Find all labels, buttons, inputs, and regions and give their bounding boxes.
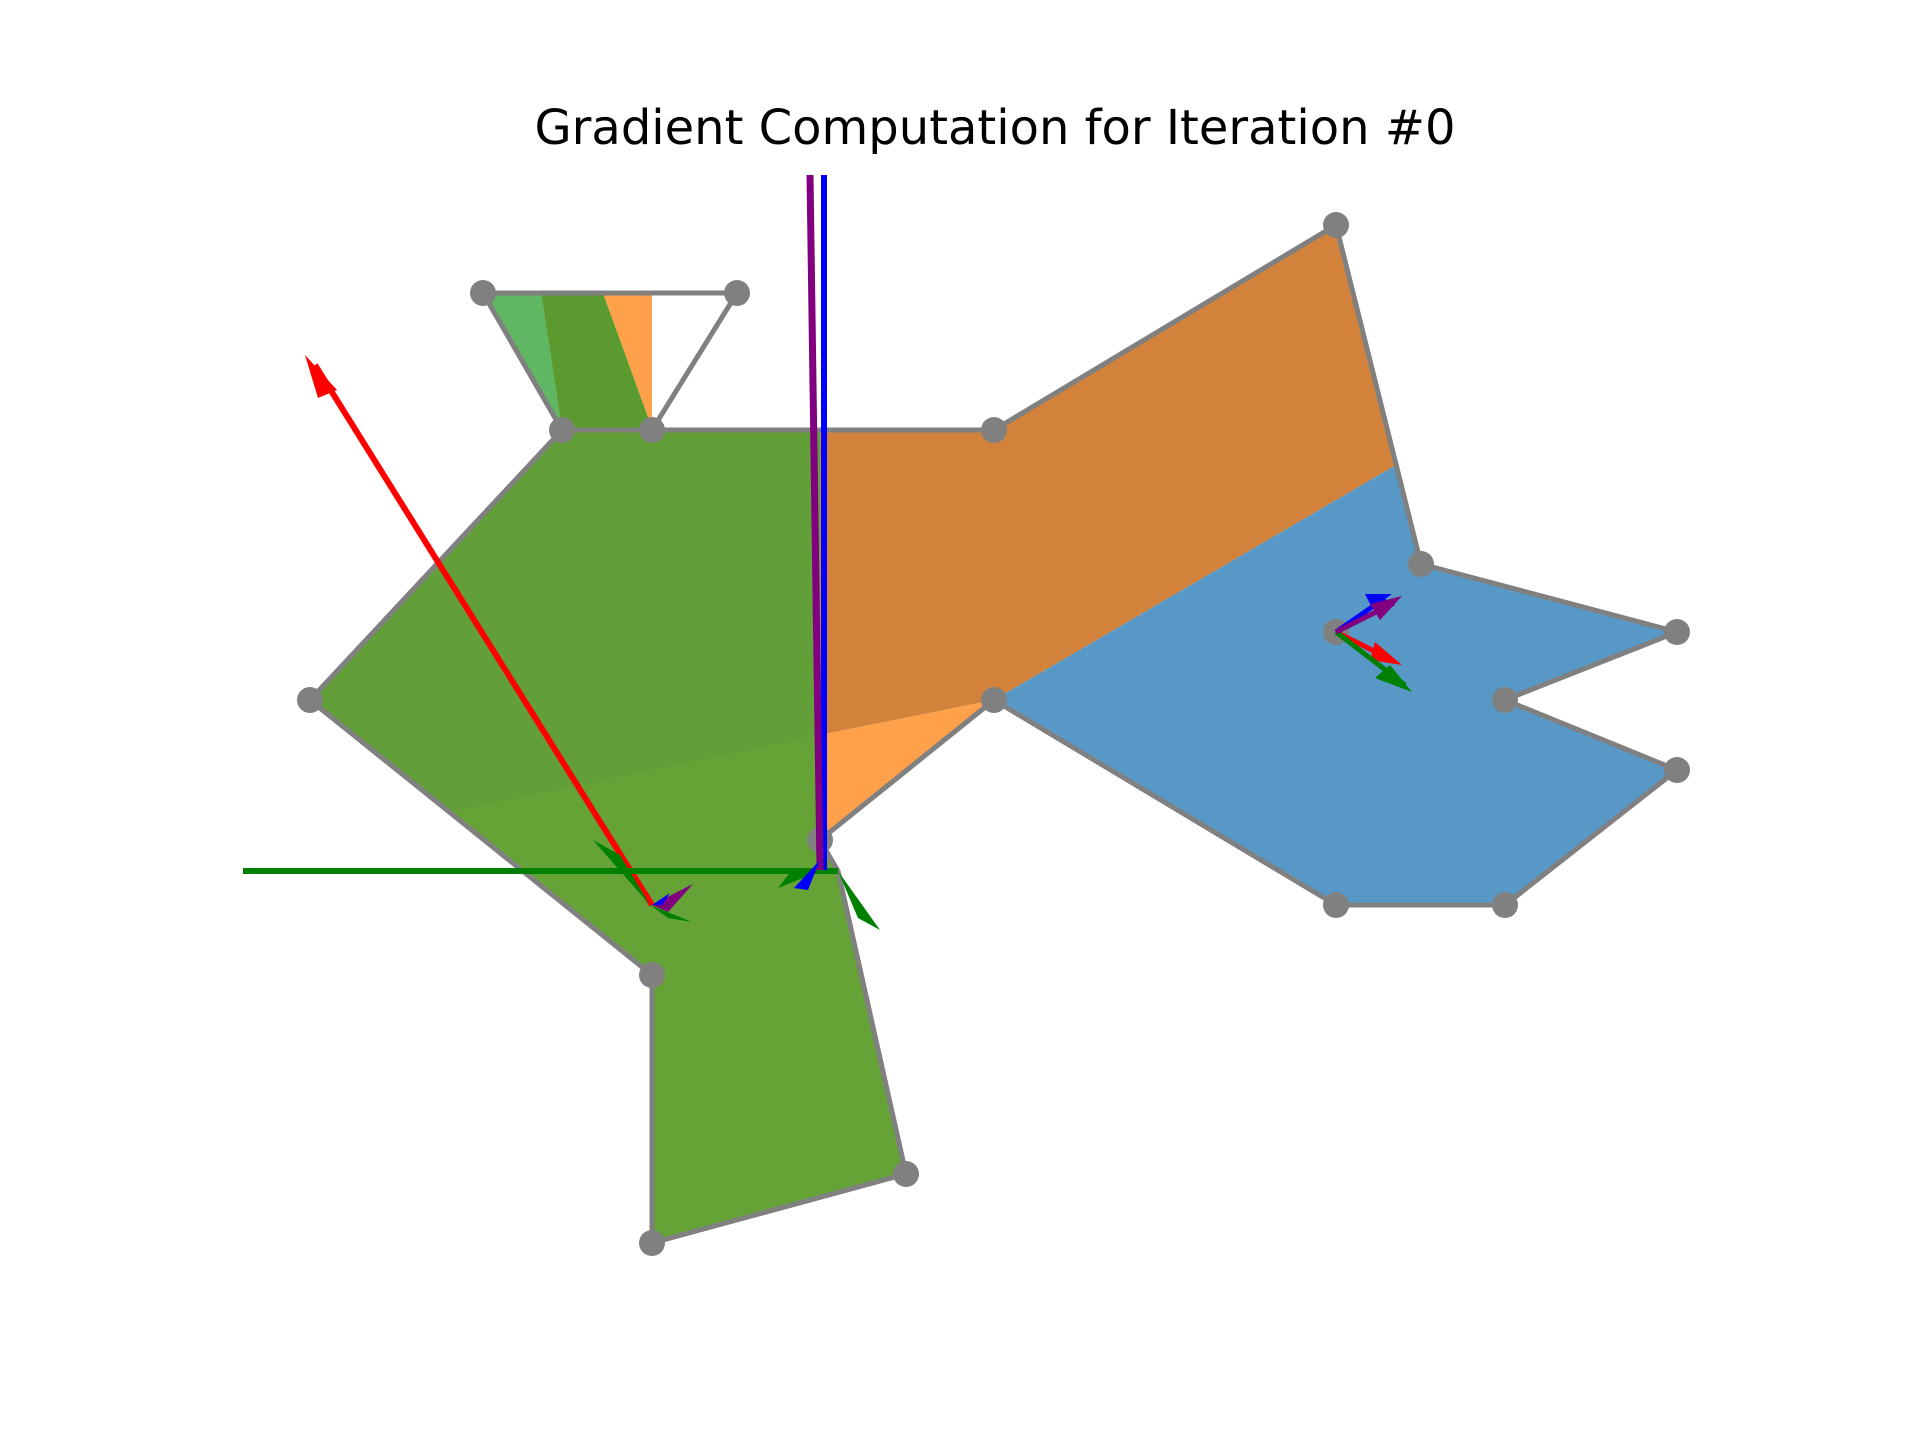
vertex bbox=[1664, 757, 1690, 783]
vertex bbox=[893, 1161, 919, 1187]
region-green-lower bbox=[450, 735, 906, 1243]
regions bbox=[310, 225, 1677, 1243]
vertex bbox=[639, 962, 665, 988]
region-top-dark-green bbox=[541, 293, 652, 430]
arrow-purple-long bbox=[806, 174, 824, 871]
vertex bbox=[1323, 892, 1349, 918]
arrow-green-left-1 bbox=[593, 840, 650, 905]
vertex bbox=[1664, 619, 1690, 645]
vertex bbox=[470, 280, 496, 306]
arrow-red-long-head bbox=[305, 355, 337, 398]
vertex bbox=[297, 687, 323, 713]
arrow-blue-left bbox=[652, 893, 670, 905]
vertex bbox=[981, 687, 1007, 713]
figure-title: Gradient Computation for Iteration #0 bbox=[534, 100, 1456, 156]
vertices bbox=[297, 212, 1690, 1256]
arrow-blue-center bbox=[794, 860, 820, 890]
vertex bbox=[1323, 212, 1349, 238]
vertex bbox=[639, 417, 665, 443]
vertex bbox=[981, 417, 1007, 443]
region-orange bbox=[820, 225, 1396, 735]
vertex bbox=[1492, 892, 1518, 918]
arrow-purple-right-head bbox=[1370, 596, 1402, 620]
arrow-red-long bbox=[312, 363, 655, 907]
vertex bbox=[724, 280, 750, 306]
vertex bbox=[1408, 551, 1434, 577]
vertex bbox=[549, 417, 575, 443]
region-top-orange bbox=[603, 293, 652, 428]
vertex bbox=[1492, 687, 1518, 713]
arrow-red-right-head bbox=[1370, 642, 1402, 665]
arrow-green-center-2 bbox=[838, 871, 880, 930]
arrow-purple-left bbox=[652, 884, 693, 912]
arrow-green-left-2 bbox=[650, 905, 692, 922]
vertex bbox=[639, 1230, 665, 1256]
arrow-green-right-head bbox=[1375, 665, 1412, 692]
arrows bbox=[243, 174, 1412, 930]
region-blue bbox=[994, 465, 1677, 905]
